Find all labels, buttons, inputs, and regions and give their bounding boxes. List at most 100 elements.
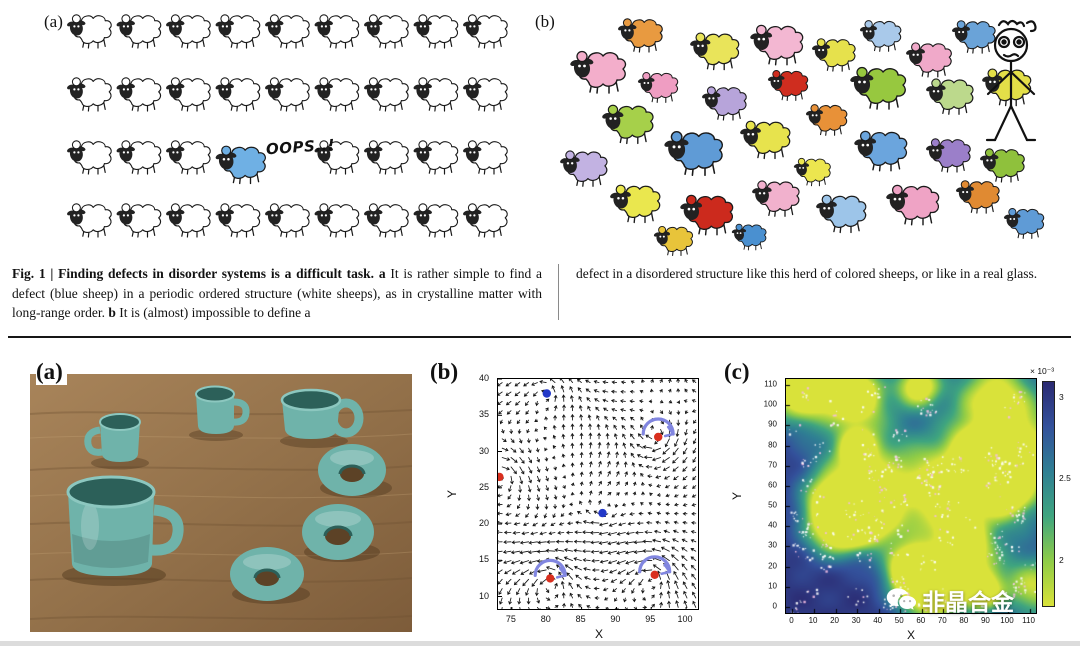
- x-tick-label: 110: [1022, 616, 1035, 625]
- y-tick-label: 10: [768, 581, 777, 591]
- colored-sheep: [904, 42, 952, 78]
- disordered-sheep-flock: [558, 18, 1045, 257]
- white-sheep: [164, 77, 211, 112]
- x-tick-label: 75: [505, 614, 516, 624]
- white-sheep: [214, 77, 261, 112]
- ceramic-mug-large: [62, 475, 184, 586]
- column-divider: [558, 264, 559, 320]
- quiver-y-axis-label: Y: [445, 489, 460, 499]
- defect-red-dot: [498, 472, 504, 482]
- x-tick-label: 80: [959, 616, 969, 625]
- colored-sheep: [750, 180, 800, 217]
- x-tick-label: 10: [808, 616, 818, 625]
- vector-field-plot: [497, 378, 699, 610]
- x-tick-label: 100: [1000, 616, 1014, 625]
- ceramic-donut: [318, 444, 392, 498]
- defect-blue-sheep: [214, 145, 267, 185]
- caption-right-text: defect in a disordered structure like th…: [576, 266, 1038, 281]
- x-tick-label: 95: [645, 614, 656, 624]
- colored-sheep: [652, 225, 694, 257]
- colored-sheep: [884, 184, 940, 226]
- figure-separator-line: [8, 336, 1071, 338]
- white-sheep: [164, 140, 211, 175]
- colored-sheep: [700, 86, 747, 121]
- ceramic-mug-small: [189, 385, 250, 441]
- stickman-annoyance-swirl: [1025, 20, 1037, 33]
- colored-sheep: [858, 20, 902, 52]
- x-tick-label: 100: [677, 614, 693, 624]
- y-tick-label: 110: [764, 379, 777, 389]
- y-tick-label: 90: [768, 419, 777, 429]
- figure2-panel-b-label: (b): [430, 360, 463, 385]
- colored-sheep: [730, 223, 767, 251]
- figure1-panel-a-label: (a): [44, 12, 63, 31]
- white-sheep: [362, 203, 409, 238]
- white-sheep: [461, 14, 508, 49]
- caption-bold-b: b: [108, 305, 116, 321]
- white-sheep: [65, 203, 112, 238]
- white-sheep: [313, 203, 360, 238]
- x-tick-label: 85: [575, 614, 586, 624]
- defect-red-dot: [654, 432, 663, 442]
- x-tick-label: 80: [540, 614, 551, 624]
- ceramic-donut: [302, 504, 380, 562]
- y-tick-label: 25: [478, 481, 489, 492]
- colored-sheep: [616, 18, 663, 53]
- x-tick-label: 90: [980, 616, 990, 625]
- x-tick-label: 50: [894, 616, 904, 625]
- colored-sheep: [600, 104, 654, 145]
- white-sheep: [115, 140, 162, 175]
- y-tick-label: 20: [768, 561, 777, 571]
- mugs-and-donuts-photo: [30, 374, 412, 632]
- colorbar-tick-label: 2: [1059, 554, 1064, 565]
- ceramic-donut: [230, 547, 310, 604]
- wechat-icon: [886, 587, 916, 610]
- white-sheep: [263, 14, 310, 49]
- y-tick-label: 15: [478, 554, 489, 565]
- y-tick-label: 30: [478, 445, 489, 456]
- y-tick-label: 10: [478, 590, 489, 601]
- x-tick-label: 0: [789, 616, 794, 625]
- watermark: 非晶合金: [886, 583, 1014, 617]
- colored-sheep: [662, 130, 724, 177]
- white-sheep: [412, 14, 459, 49]
- y-tick-label: 20: [478, 518, 489, 528]
- x-tick-label: 40: [873, 616, 883, 625]
- disorder-heatmap: [785, 378, 1037, 614]
- defect-red-dot: [546, 574, 555, 583]
- colored-sheep: [924, 138, 971, 173]
- colored-sheep: [804, 104, 848, 136]
- white-sheep: [412, 140, 459, 175]
- page-bottom-strip: [0, 641, 1080, 646]
- colored-sheep: [852, 130, 908, 172]
- y-tick-label: 50: [768, 500, 777, 510]
- rotation-arc: [638, 555, 672, 574]
- colored-sheep: [636, 71, 679, 103]
- white-sheep: [313, 77, 360, 112]
- caption-bold-intro: Fig. 1 | Finding defects in disorder sys…: [12, 266, 375, 281]
- caption-text-a: It is rather simple to find a defect (bl…: [12, 266, 542, 321]
- x-tick-label: 60: [916, 616, 926, 625]
- defect-blue-dot: [542, 389, 551, 398]
- colored-sheep: [814, 194, 867, 234]
- colored-sheep: [608, 184, 661, 224]
- colored-sheep: [558, 150, 608, 187]
- white-sheep: [65, 140, 112, 175]
- colored-sheep: [678, 194, 734, 236]
- white-sheep: [65, 77, 112, 112]
- white-sheep: [263, 77, 310, 112]
- y-tick-label: 30: [768, 540, 777, 550]
- colorbar-exponent-label: × 10⁻³: [1030, 366, 1055, 376]
- y-tick-label: 100: [763, 399, 777, 409]
- white-sheep: [461, 203, 508, 238]
- rotation-arc: [641, 417, 675, 436]
- colorbar-tick-label: 2.5: [1059, 473, 1071, 484]
- stickman-frazzled-hair: [997, 19, 1026, 28]
- y-tick-label: 80: [768, 440, 777, 450]
- rotation-arc: [533, 558, 567, 577]
- white-sheep: [412, 77, 459, 112]
